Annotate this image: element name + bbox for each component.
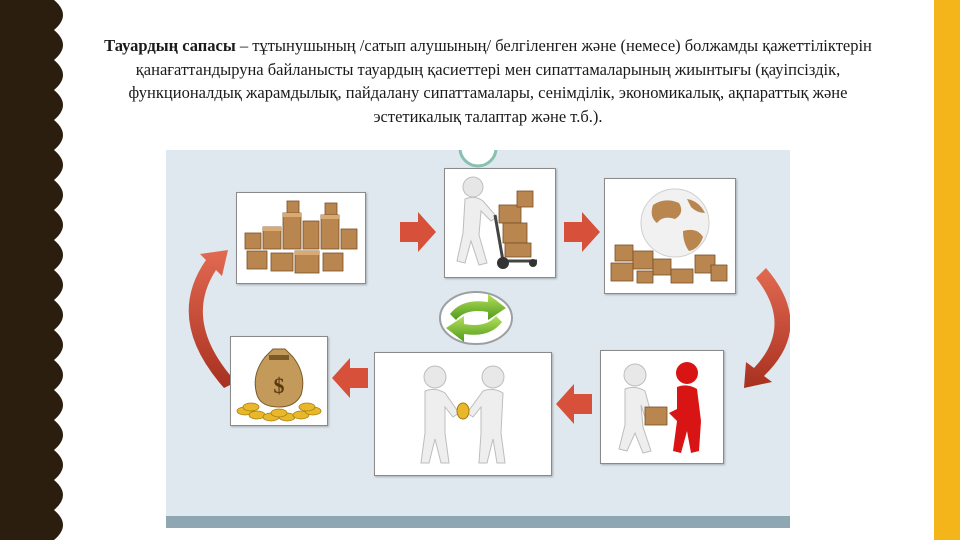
arrow-5-to-6 (332, 358, 368, 398)
panel-globe-with-boxes (604, 178, 736, 294)
panel-money-bag-coins: $ (230, 336, 328, 426)
definition-paragraph: Тауардың сапасы – тұтынушының /сатып алу… (84, 34, 892, 128)
money-symbol: $ (274, 373, 285, 398)
panel-handing-over-package (600, 350, 724, 464)
stacked-boxes-icon (244, 200, 358, 274)
right-accent-stripe (934, 0, 960, 540)
delivery-worker-icon (456, 176, 537, 269)
handshake-icon (420, 365, 506, 464)
arrow-4-to-5 (556, 384, 592, 424)
definition-term: Тауардың сапасы (104, 36, 236, 55)
right-cycle-arrow (744, 268, 790, 388)
globe-icon (610, 188, 728, 284)
quality-cycle-diagram: $ (166, 150, 790, 528)
left-cycle-arrow (188, 250, 236, 388)
center-exchange-icon (439, 291, 513, 345)
arrow-2-to-3 (564, 212, 600, 252)
panel-payment-handshake (374, 352, 552, 476)
panel-delivery-hand-truck (444, 168, 556, 278)
package-handover-icon (618, 362, 701, 454)
panel-stacked-boxes (236, 192, 366, 284)
money-bag-icon: $ (236, 348, 322, 422)
arrow-1-to-2 (400, 212, 436, 252)
definition-text: – тұтынушының /сатып алушының/ белгіленг… (128, 36, 872, 126)
left-decorative-band (0, 0, 63, 540)
